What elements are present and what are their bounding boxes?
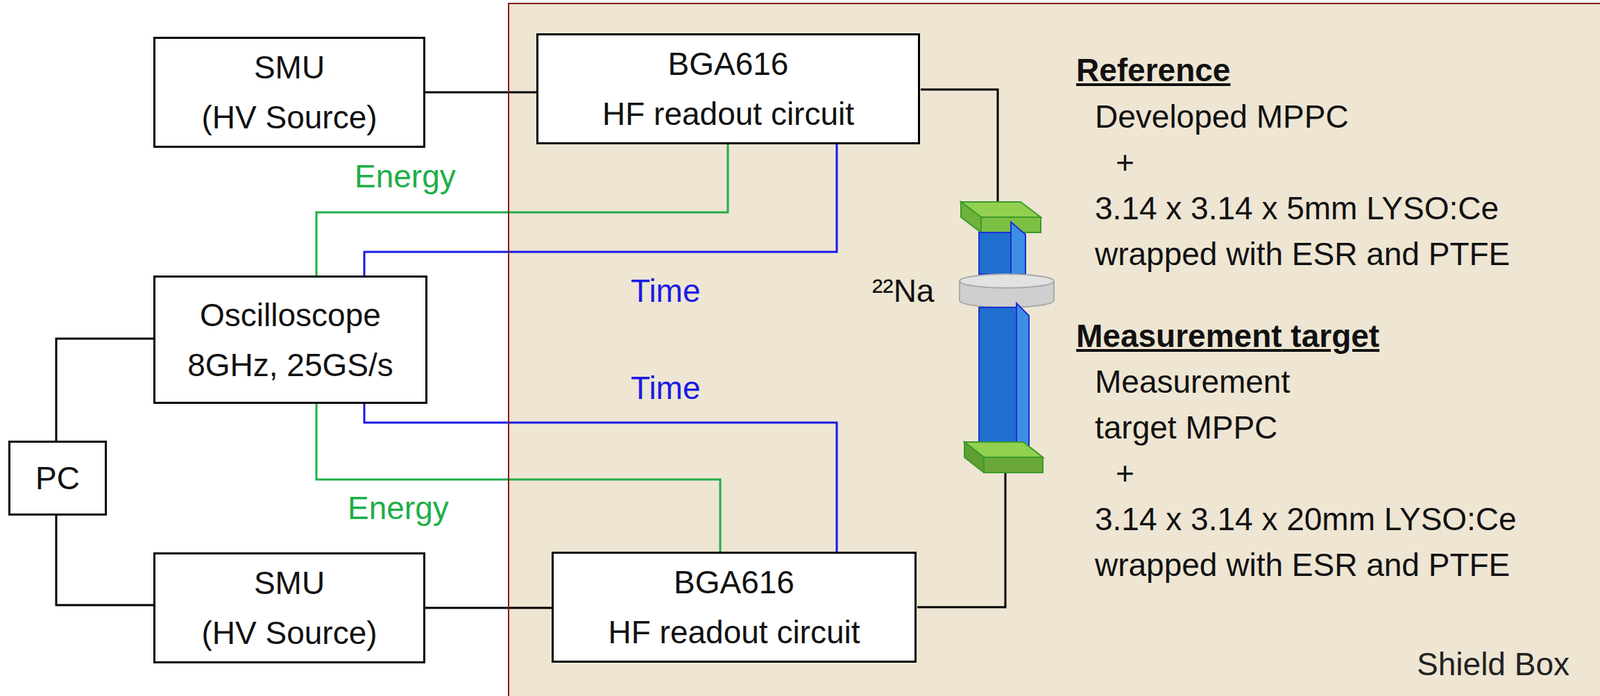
isotope-label: ²²Na bbox=[872, 267, 934, 314]
computer-box: PC bbox=[8, 440, 107, 516]
source-disc bbox=[959, 274, 1054, 308]
power-supply-box: SMU (HV Source) bbox=[153, 552, 426, 664]
mppc-plate bbox=[964, 441, 1043, 473]
box-label: BGA616 HF readout circuit bbox=[607, 557, 860, 658]
mppc-plate bbox=[960, 201, 1041, 233]
power-supply-box: SMU (HV Source) bbox=[153, 36, 426, 148]
signal-connector bbox=[316, 144, 728, 276]
crystal-note: 3.14 x 3.14 x 20mm LYSO:Ce wrapped with … bbox=[1094, 496, 1517, 588]
signal-connector bbox=[316, 403, 721, 552]
box-label: PC bbox=[35, 453, 80, 504]
box-label: SMU (HV Source) bbox=[201, 42, 377, 143]
lyso-crystal bbox=[979, 303, 1029, 453]
section-heading: Measurement target bbox=[1076, 312, 1380, 359]
region-title: Shield Box bbox=[1416, 639, 1570, 689]
signal-label: Time bbox=[630, 364, 701, 411]
section-heading: Reference bbox=[1076, 47, 1231, 93]
signal-wire bbox=[917, 472, 1006, 608]
signal-wire bbox=[920, 89, 998, 204]
box-label: SMU (HV Source) bbox=[201, 557, 377, 658]
signal-connector bbox=[425, 607, 552, 610]
sensor-note: Developed MPPC bbox=[1094, 93, 1349, 140]
signal-connector bbox=[56, 338, 154, 441]
shield-ground bbox=[508, 3, 1600, 696]
plus-sign: + bbox=[1115, 450, 1135, 497]
signal-connector bbox=[56, 515, 154, 606]
box-label: BGA616 HF readout circuit bbox=[602, 38, 855, 139]
shield-box: Shield BoxBGA616 HF readout circuitBGA61… bbox=[507, 2, 1600, 696]
box-label: Oscilloscope 8GHz, 25GS/s bbox=[187, 290, 394, 390]
readout-circuit-box: BGA616 HF readout circuit bbox=[536, 33, 921, 145]
readout-circuit-box: BGA616 HF readout circuit bbox=[551, 551, 917, 663]
sensor-note: Measurement target MPPC bbox=[1094, 358, 1290, 451]
signal-label: Energy bbox=[347, 484, 449, 531]
signal-label: Energy bbox=[354, 153, 456, 200]
signal-label: Time bbox=[630, 267, 701, 314]
signal-connector bbox=[364, 403, 837, 552]
signal-connector bbox=[425, 91, 537, 94]
crystal-note: 3.14 x 3.14 x 5mm LYSO:Ce wrapped with E… bbox=[1094, 185, 1510, 277]
lyso-crystal bbox=[979, 222, 1026, 275]
oscilloscope-box: Oscilloscope 8GHz, 25GS/s bbox=[153, 275, 428, 404]
plus-sign: + bbox=[1115, 139, 1135, 186]
